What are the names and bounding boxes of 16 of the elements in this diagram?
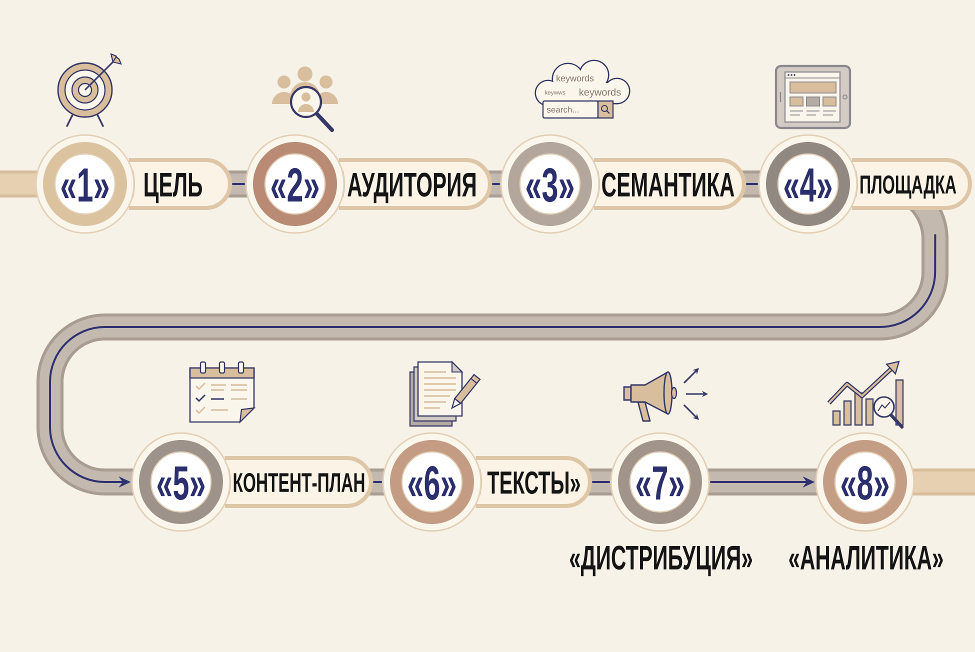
connector-line	[746, 183, 758, 185]
connector-line	[232, 183, 245, 185]
step-caption: «АНАЛИТИКА»	[789, 546, 943, 570]
label-band: ТЕКСТЫ»	[476, 456, 592, 508]
label-band: ПЛОЩАДКА	[852, 158, 972, 210]
keyword-text: keywords	[580, 88, 621, 98]
search-field: search...	[542, 100, 599, 119]
keyword-text: keywords	[556, 74, 594, 84]
label-band: АУДИТОРИЯ	[338, 158, 492, 210]
connector-line	[492, 183, 500, 185]
step-caption: «ДИСТРИБУЦИЯ»	[570, 546, 752, 576]
connector-line	[373, 481, 382, 483]
label-band: СЕМАНТИКА	[594, 158, 746, 210]
connector-line	[592, 481, 610, 483]
label-band: КОНТЕНТ-ПЛАН	[224, 456, 373, 508]
label-band: ЦЕЛЬ	[128, 158, 232, 210]
